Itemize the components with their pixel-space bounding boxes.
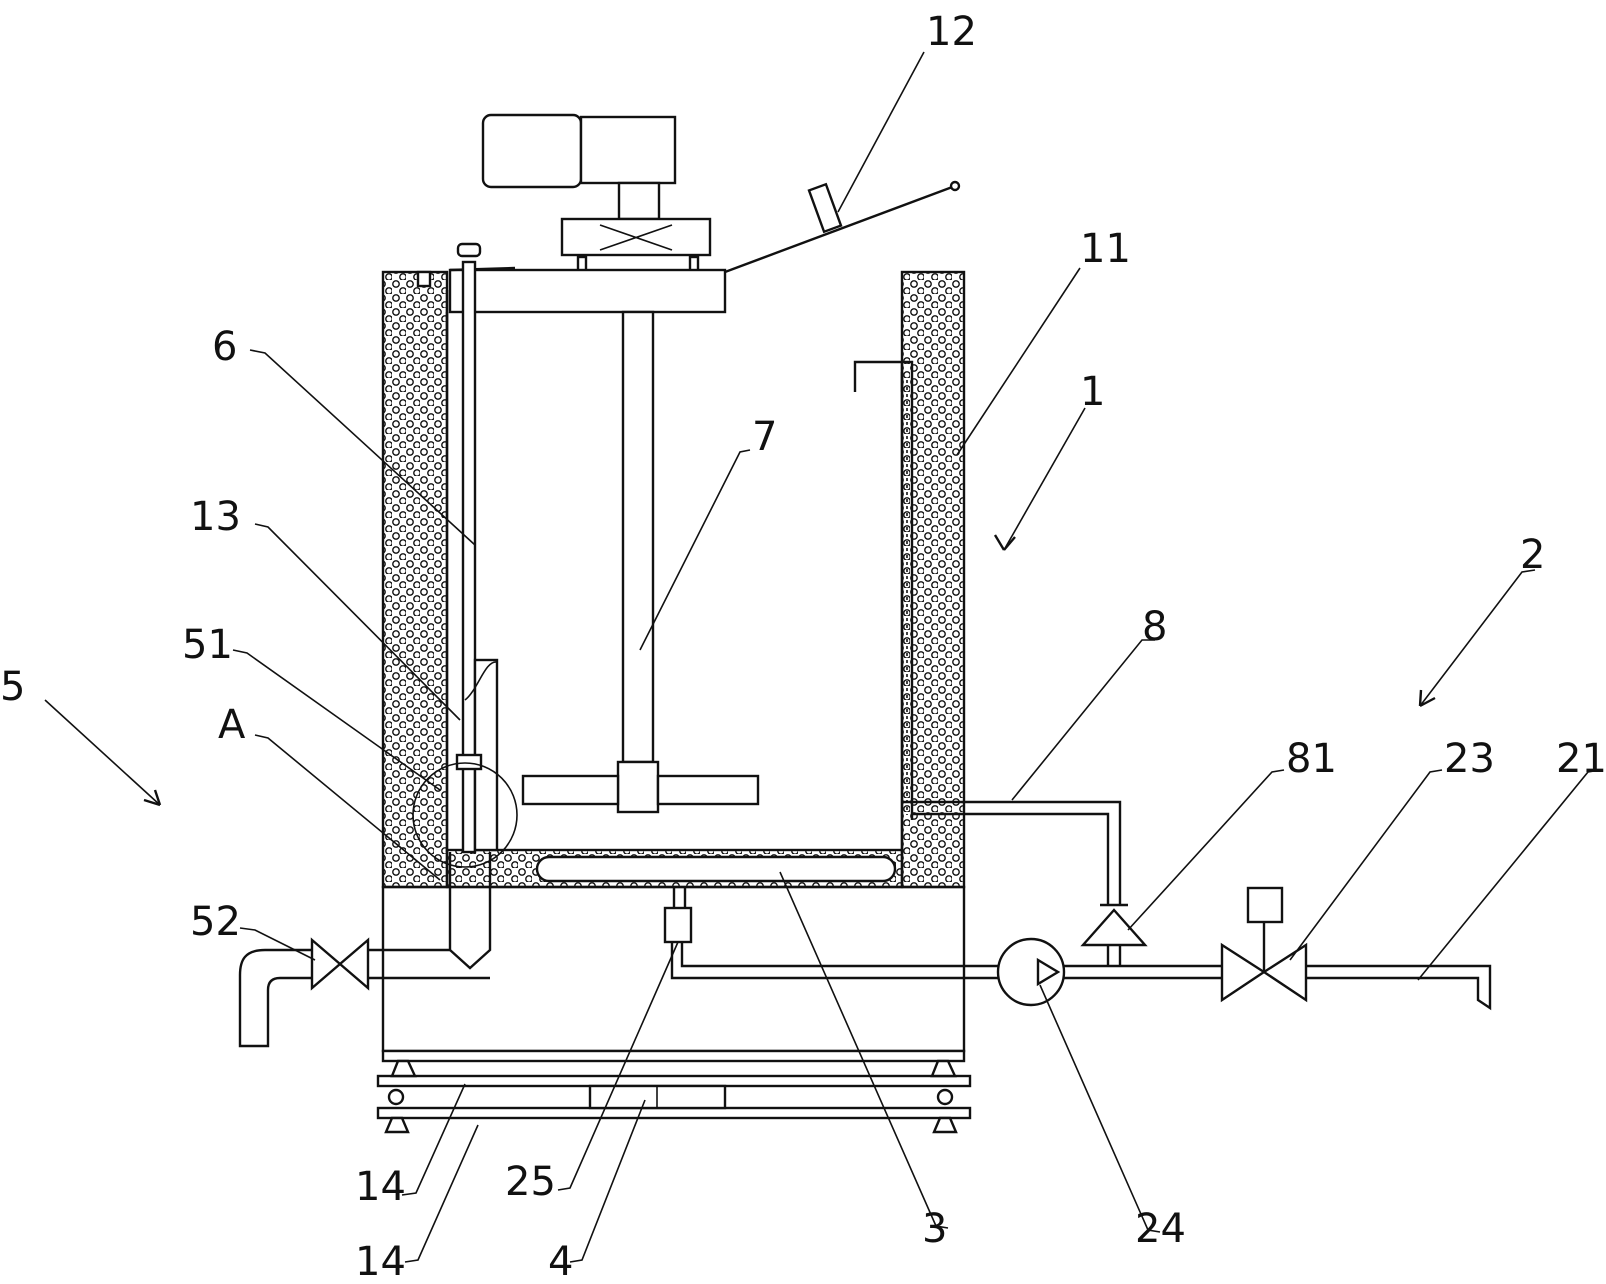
label-21: 21: [1556, 736, 1606, 782]
label-12: 12: [926, 9, 977, 55]
drain-valve: [310, 937, 370, 991]
label-6: 6: [212, 324, 237, 370]
label-23: 23: [1444, 736, 1495, 782]
label-24: 24: [1135, 1206, 1186, 1252]
frame-plate-1: [381, 1049, 966, 1063]
circulation-pipe: [902, 800, 1148, 966]
label-25: 25: [505, 1159, 556, 1205]
leader-lines: [44, 51, 1601, 1263]
label-11: 11: [1080, 226, 1131, 272]
feet: [384, 1059, 958, 1134]
label-14-lower: 14: [355, 1239, 406, 1284]
label-51: 51: [182, 622, 233, 668]
label-7: 7: [752, 414, 777, 460]
lid-beam: [448, 268, 727, 314]
drain-pipe: [238, 852, 492, 1048]
level-rod: [416, 242, 499, 854]
label-13: 13: [190, 494, 241, 540]
solenoid-valve: [1220, 886, 1308, 1003]
frame-plate-3: [376, 1106, 972, 1120]
frame-plate-2: [376, 1074, 972, 1088]
agitator: [521, 310, 760, 814]
label-a: A: [218, 702, 246, 748]
left-insulation-wall: [381, 270, 449, 889]
temperature-probe: [853, 360, 914, 820]
heating-element: [535, 855, 897, 883]
inlet-pipe: [1064, 964, 1492, 1011]
label-1: 1: [1080, 369, 1105, 415]
label-81: 81: [1286, 736, 1337, 782]
detail-circle-a: [412, 762, 518, 868]
motor: [481, 113, 712, 273]
label-8: 8: [1142, 604, 1167, 650]
pump: [996, 937, 1066, 1007]
label-4: 4: [548, 1239, 573, 1284]
label-3: 3: [922, 1206, 947, 1252]
hinged-cover: [724, 180, 961, 274]
label-5: 5: [0, 664, 25, 710]
label-14-upper: 14: [355, 1164, 406, 1210]
sensor: [663, 887, 998, 980]
label-52: 52: [190, 899, 241, 945]
label-2: 2: [1520, 532, 1545, 578]
